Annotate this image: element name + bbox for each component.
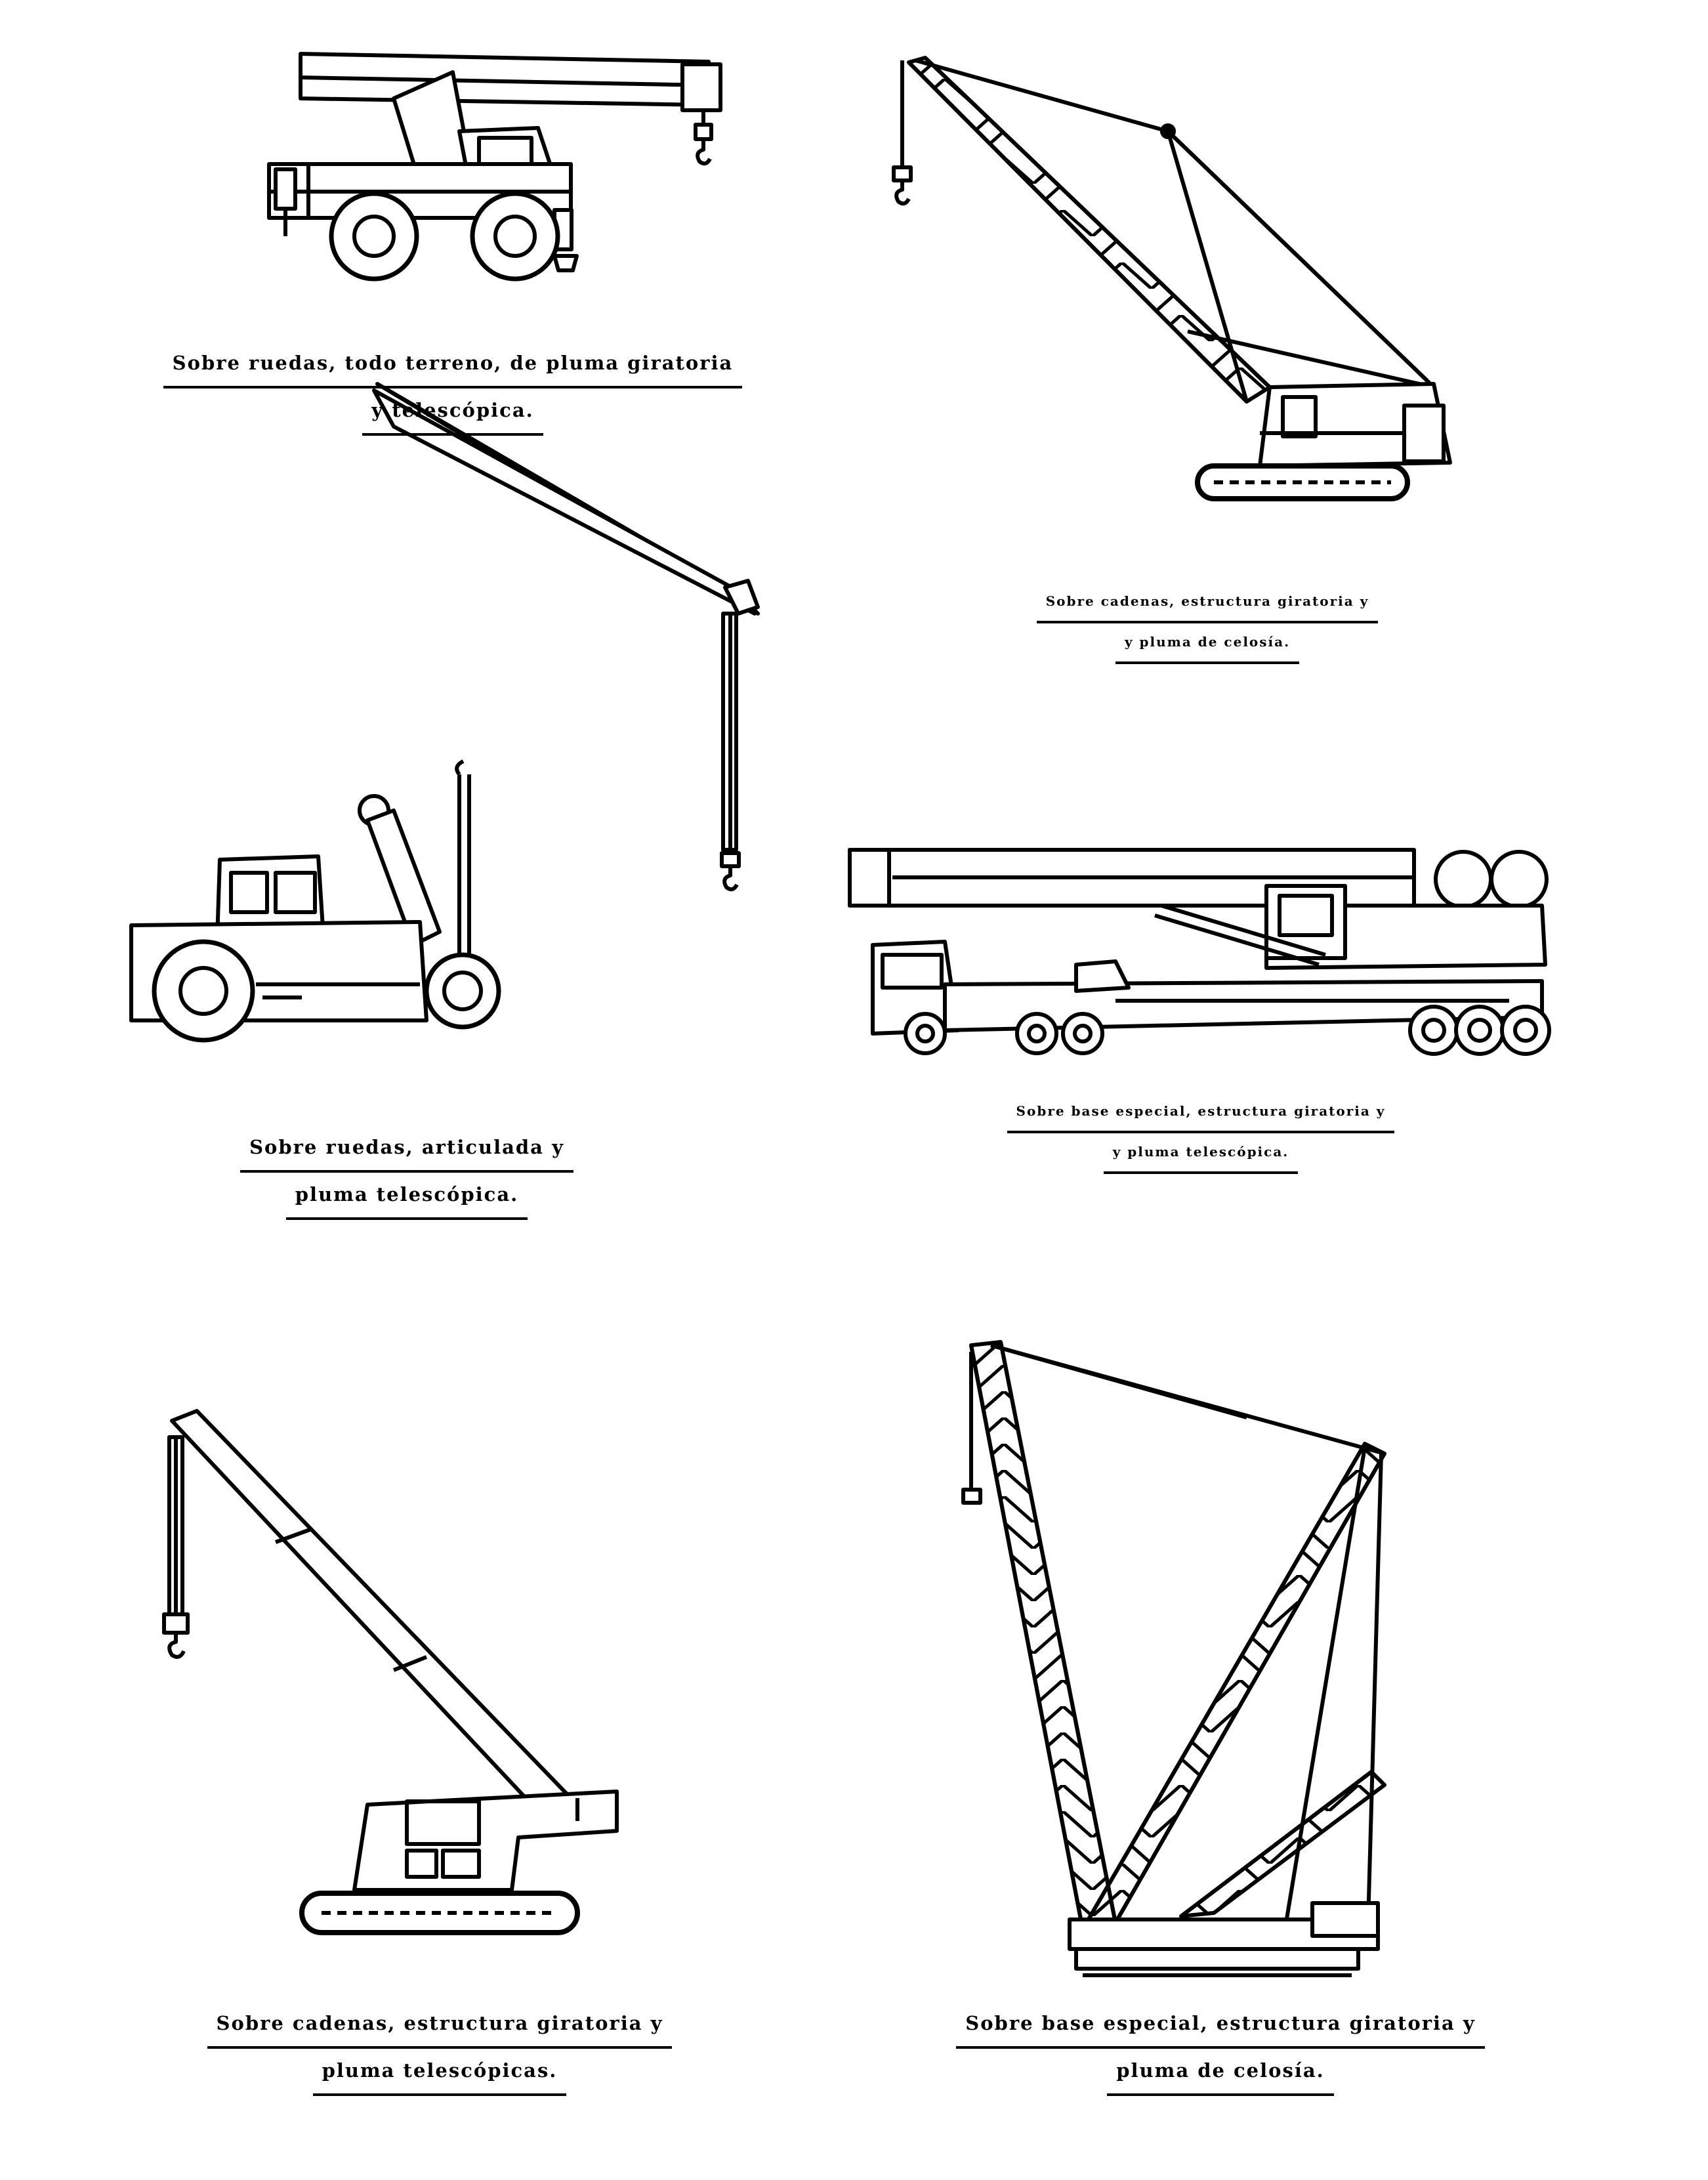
caption-articulated-line1: Sobre ruedas, articulada y — [240, 1125, 573, 1173]
caption-crawler-telescopic-line1: Sobre cadenas, estructura giratoria y — [207, 2002, 673, 2049]
caption-articulated: Sobre ruedas, articulada y pluma telescó… — [171, 1125, 643, 1220]
caption-crawler-telescopic: Sobre cadenas, estructura giratoria y pl… — [157, 2002, 722, 2096]
caption-crawler-lattice: Sobre cadenas, estructura giratoria y y … — [971, 583, 1444, 664]
caption-crawler-lattice-line2: y pluma de celosía. — [1115, 623, 1300, 664]
caption-special-lattice-line1: Sobre base especial, estructura giratori… — [956, 2002, 1485, 2049]
special-base-lattice-crane-drawing — [961, 1340, 1386, 1977]
caption-special-telescopic-line1: Sobre base especial, estructura giratori… — [1007, 1093, 1395, 1133]
caption-special-lattice: Sobre base especial, estructura giratori… — [892, 2002, 1549, 2096]
articulated-wheeled-crane-drawing — [129, 382, 760, 1043]
caption-rough-terrain-line1: Sobre ruedas, todo terreno, de pluma gir… — [163, 341, 743, 388]
crawler-lattice-crane-drawing — [892, 56, 1452, 501]
caption-rough-terrain-line2: y telescópica. — [362, 388, 543, 436]
caption-special-telescopic-line2: y pluma telescópica. — [1103, 1133, 1299, 1174]
caption-special-telescopic: Sobre base especial, estructura giratori… — [932, 1093, 1470, 1174]
caption-rough-terrain: Sobre ruedas, todo terreno, de pluma gir… — [157, 341, 748, 436]
special-base-telescopic-crane-drawing — [848, 848, 1551, 1056]
caption-crawler-lattice-line1: Sobre cadenas, estructura giratoria y — [1036, 583, 1379, 623]
caption-articulated-line2: pluma telescópica. — [285, 1173, 528, 1220]
caption-crawler-telescopic-line2: pluma telescópicas. — [312, 2049, 567, 2096]
rough-terrain-crane-drawing — [267, 52, 722, 282]
crawler-telescopic-crane-drawing — [162, 1409, 619, 1935]
caption-special-lattice-line2: pluma de celosía. — [1107, 2049, 1334, 2096]
